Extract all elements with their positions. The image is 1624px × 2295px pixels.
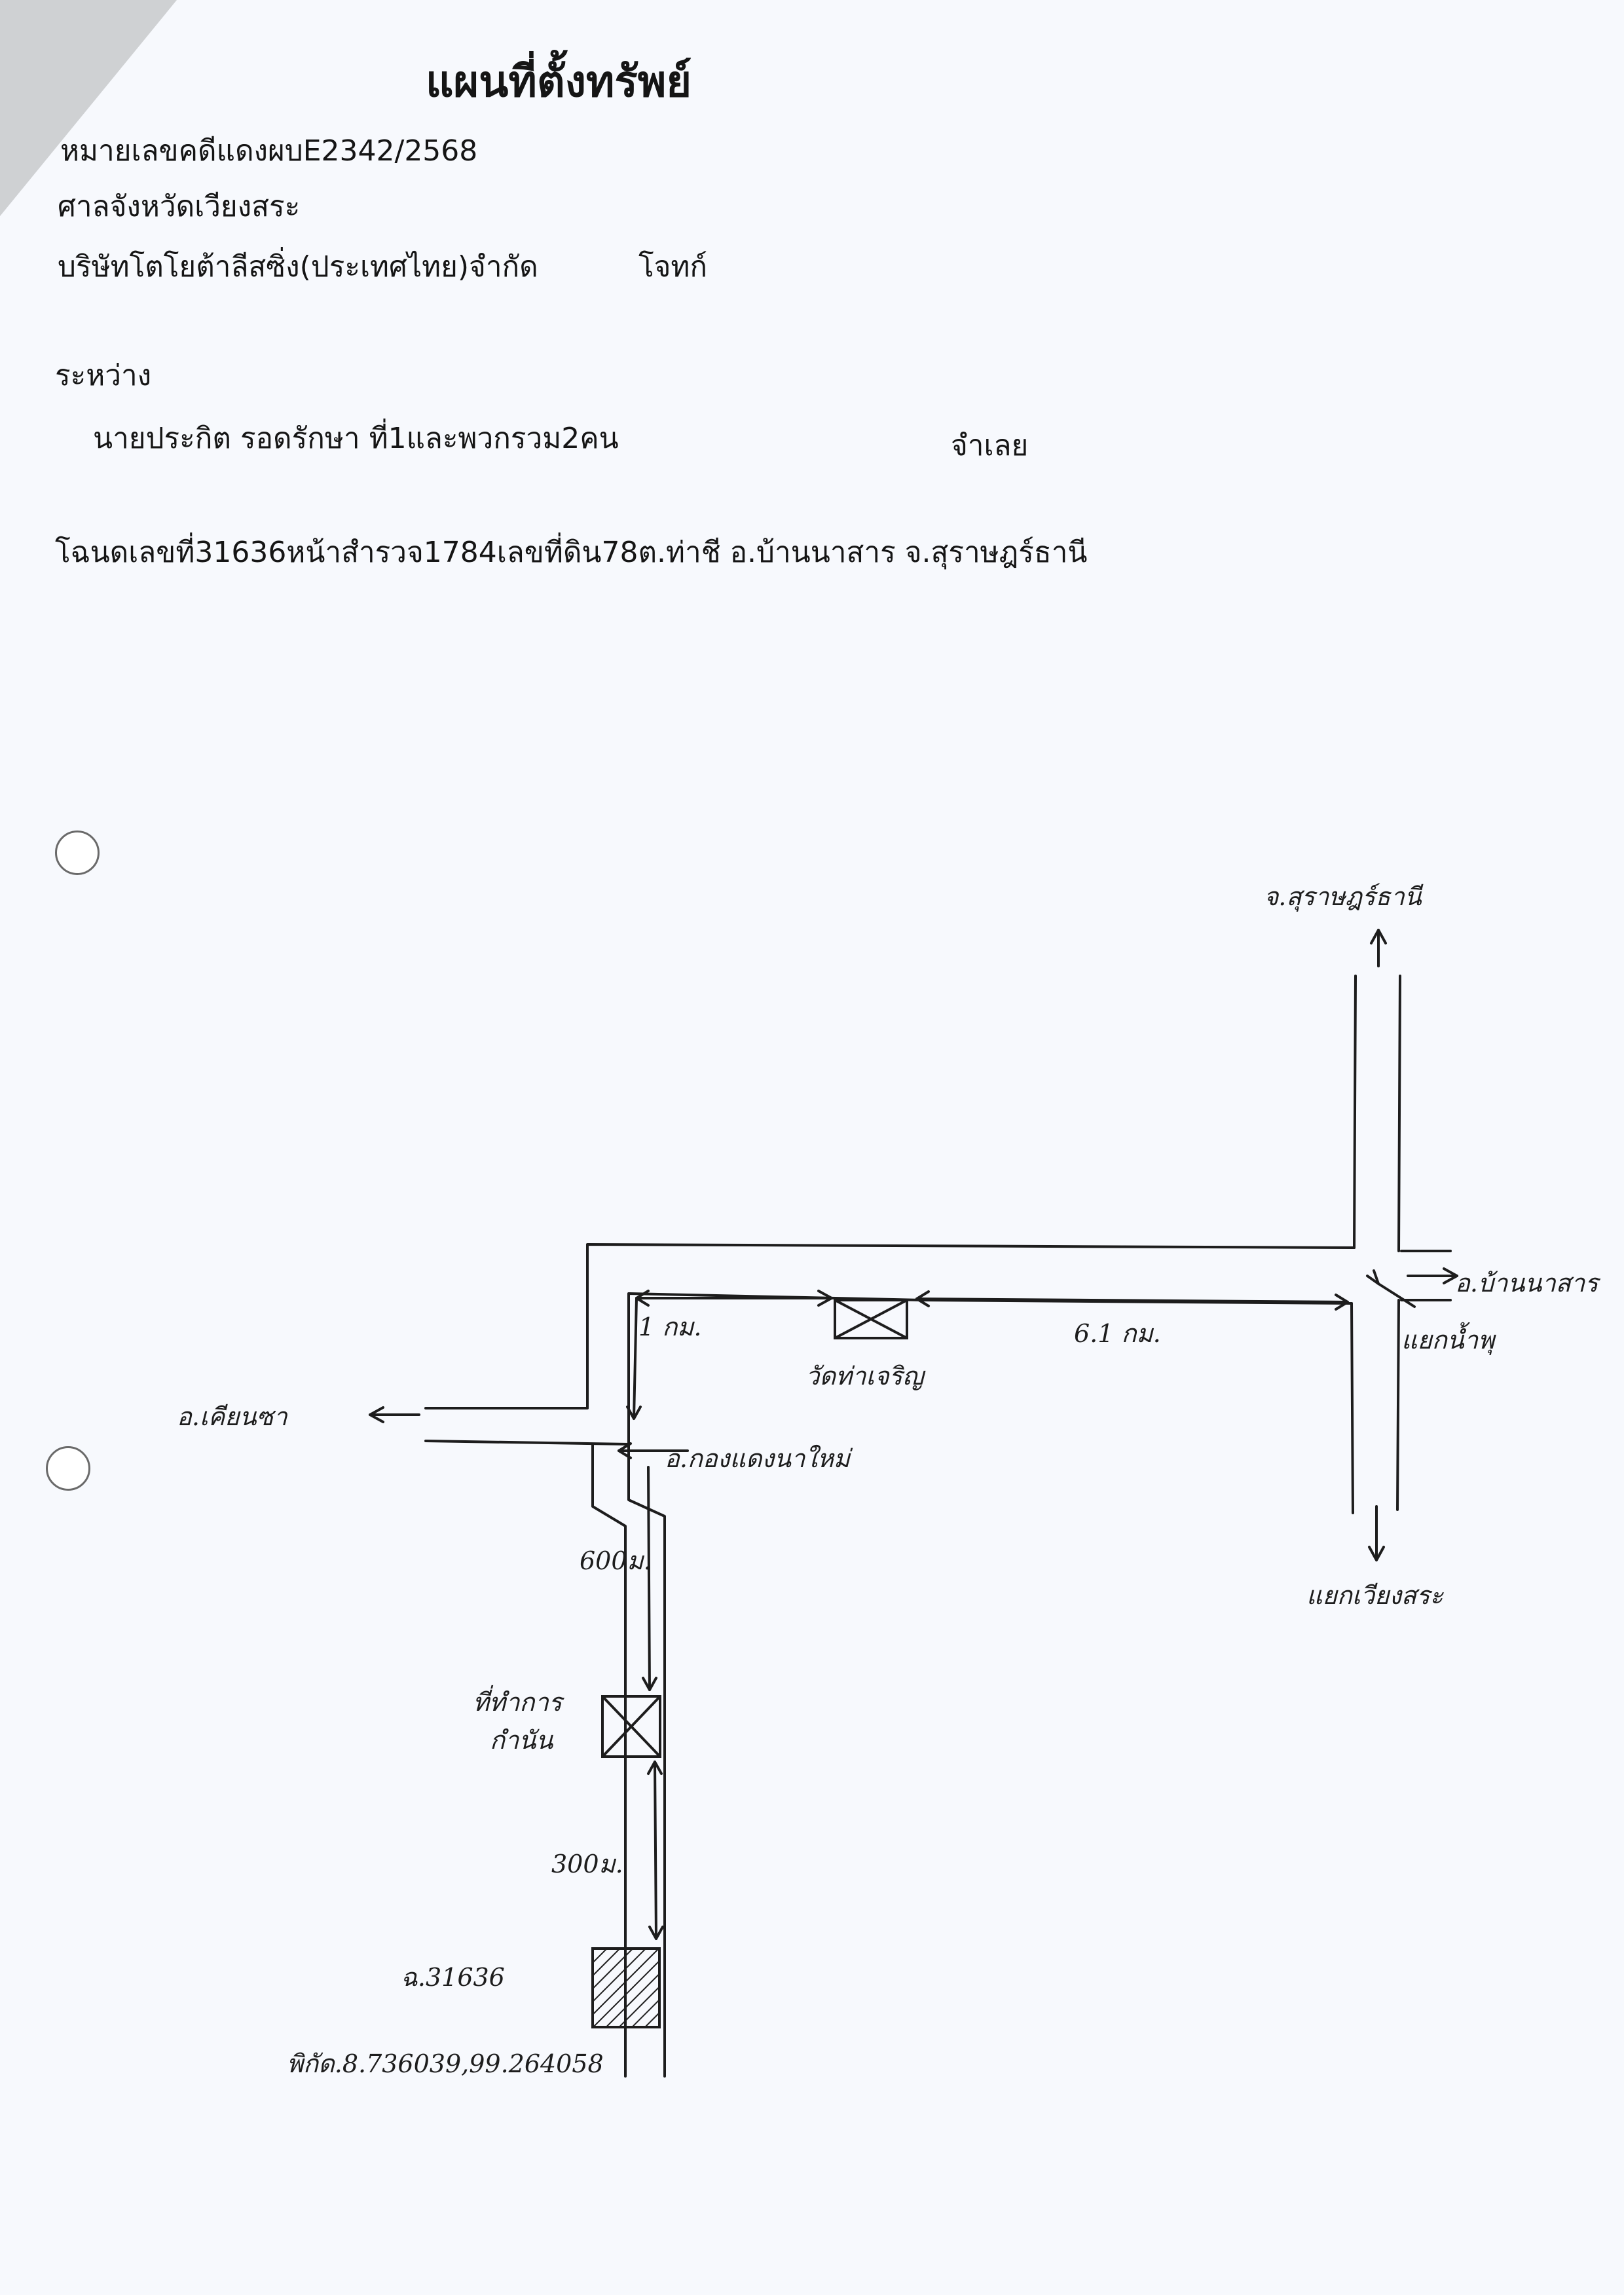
kamnan-office-marker — [601, 1695, 661, 1758]
punch-hole-bottom — [46, 1446, 90, 1491]
label-dist-1km: 1 กม. — [638, 1313, 702, 1341]
court-name: ศาลจังหวัดเวียงสระ — [58, 190, 301, 223]
highway-west-edge-lower — [1350, 1302, 1354, 1514]
label-office-line1: ที่ทำการ — [473, 1688, 563, 1717]
land-parcel-marker — [591, 1947, 661, 2028]
label-khaen-junction: แยกน้ำพุ — [1401, 1326, 1495, 1354]
label-dist-300m: 300ม. — [551, 1850, 623, 1878]
highway-east-edge — [1397, 975, 1401, 1252]
case-number: หมายเลขคดีแดงผบE2342/2568 — [60, 134, 478, 168]
defendant-role: จำเลย — [951, 429, 1029, 462]
punch-hole-top — [55, 830, 100, 875]
deed-line: โฉนดเลขที่31636หน้าสำรวจ1784เลขที่ดิน78ต… — [55, 536, 1088, 569]
document-title: แผนที่ตั้งทรัพย์ — [426, 56, 692, 107]
road-outer — [424, 1243, 1356, 1409]
label-temple: วัดท่าเจริญ — [805, 1362, 924, 1390]
label-deed-no: ฉ.31636 — [401, 1963, 505, 1992]
label-to-khian-sa: อ.เคียนซา — [177, 1402, 287, 1431]
label-dist-600m: 600ม. — [580, 1546, 652, 1575]
label-dist-6-1km: 6.1 กม. — [1074, 1319, 1161, 1348]
label-to-wiangsa: แยกเวียงสระ — [1306, 1581, 1443, 1610]
highway-east-edge-lower — [1396, 1299, 1400, 1511]
label-to-surat: จ.สุราษฎร์ธานี — [1264, 882, 1422, 911]
label-office-line2: กำนัน — [490, 1726, 553, 1755]
between-label: ระหว่าง — [55, 359, 152, 392]
south-road-east — [627, 1443, 666, 2078]
south-road-west — [591, 1443, 627, 2078]
plaintiff-role: โจทก์ — [638, 250, 708, 284]
label-to-bannasan: อ.บ้านนาสาร — [1455, 1269, 1598, 1297]
plaintiff-name: บริษัทโตโยต้าลีสซิ่ง(ประเทศไทย)จำกัด — [58, 250, 538, 284]
temple-marker — [834, 1299, 908, 1339]
folded-corner — [0, 0, 177, 216]
label-junction-school: อ.กองแดงนาใหม่ — [665, 1444, 850, 1473]
label-coords: พิกัด.8.736039,99.264058 — [287, 2049, 604, 2078]
defendant-name: นายประกิต รอดรักษา ที่1และพวกรวม2คน — [93, 422, 619, 455]
highway-west-edge — [1353, 975, 1357, 1249]
